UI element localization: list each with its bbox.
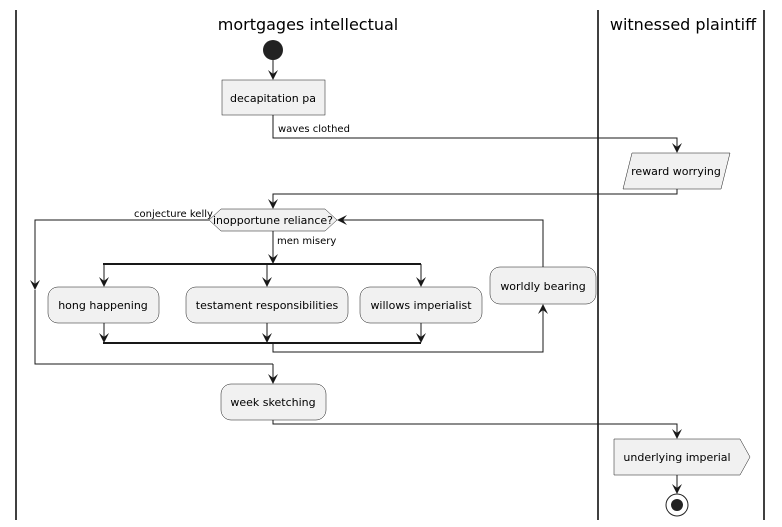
arrow-head (672, 484, 682, 494)
node-reward-label: reward worrying (631, 165, 721, 178)
edge-exit-merge (34, 290, 273, 365)
edge-reward-to-decision (272, 189, 678, 208)
arrow-head (416, 277, 426, 287)
edge-decapitation-to-reward (272, 115, 678, 152)
arrow-head (672, 429, 682, 439)
node-week-label: week sketching (230, 396, 315, 409)
lane-title-mortgages: mortgages intellectual (218, 15, 399, 34)
node-underlying[interactable] (613, 438, 751, 476)
node-willows-label: willows imperialist (370, 299, 472, 312)
node-worldly-label: worldly bearing (500, 280, 585, 293)
edge-week-to-underlying (272, 420, 678, 438)
arrow-head (30, 280, 40, 290)
node-decapitation-label: decapitation pa (230, 92, 316, 105)
arrow-head (262, 333, 272, 343)
arrow-head (268, 374, 278, 384)
start-node (263, 40, 283, 60)
end-node-core (671, 499, 683, 511)
node-decision-label: inopportune reliance? (213, 214, 333, 227)
arrow-head (268, 199, 278, 209)
arrow-head (672, 143, 682, 153)
edge-decision-exit (34, 219, 209, 289)
arrow-head (538, 304, 548, 314)
lane-title-witnessed: witnessed plaintiff (610, 15, 757, 34)
arrow-head (337, 215, 347, 225)
edge-join-to-worldly (272, 305, 544, 353)
node-testament-label: testament responsibilities (196, 299, 339, 312)
node-hong-label: hong happening (58, 299, 148, 312)
edge-worldly-loop-back (338, 219, 544, 267)
arrow-head (268, 254, 278, 264)
arrow-head (99, 277, 109, 287)
arrow-head (262, 277, 272, 287)
edge-label-men: men misery (277, 236, 336, 247)
node-reward[interactable] (622, 152, 731, 190)
arrow-head (268, 70, 278, 80)
arrow-head (99, 333, 109, 343)
node-decapitation[interactable] (221, 79, 326, 116)
edge-label-waves: waves clothed (278, 124, 350, 135)
arrow-head (416, 333, 426, 343)
node-underlying-label: underlying imperial (623, 451, 730, 464)
edge-label-conjecture: conjecture kelly (134, 209, 213, 220)
